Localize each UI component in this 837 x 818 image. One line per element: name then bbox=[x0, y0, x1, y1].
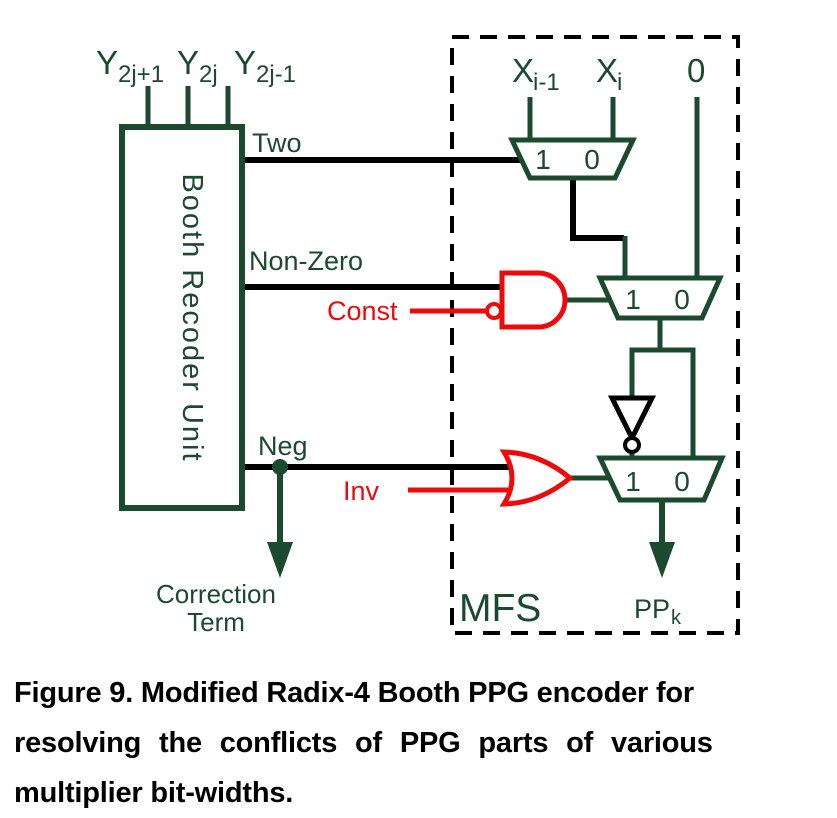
or-gate bbox=[499, 449, 574, 507]
y2j-label: Y bbox=[177, 44, 199, 81]
y2jm1-sub: 2j-1 bbox=[256, 61, 296, 88]
ppk-arrowhead bbox=[649, 542, 675, 578]
wire-split bbox=[629, 347, 696, 462]
mux2 bbox=[596, 275, 724, 321]
mux3-input1-label: 1 bbox=[625, 466, 641, 497]
mux1 bbox=[508, 137, 637, 181]
booth-recoder-box bbox=[119, 124, 245, 511]
correction-term-label-line1: Correction bbox=[156, 579, 276, 609]
inverter-bubble bbox=[623, 436, 641, 454]
y2j1-label: Y bbox=[96, 44, 118, 81]
two-label: Two bbox=[252, 128, 302, 158]
mfs-label: MFS bbox=[459, 587, 541, 630]
mux2-input1-label: 1 bbox=[625, 284, 641, 315]
zero-input-label: 0 bbox=[687, 52, 705, 89]
booth-recoder-label: Booth Recoder Unit bbox=[176, 173, 208, 462]
circuit-diagram: Booth Recoder Unit 1 0 1 0 1 0 Y 2j+1 Y … bbox=[96, 35, 740, 637]
correction-term-label-line2: Term bbox=[187, 607, 245, 637]
ppk-sub: k bbox=[671, 607, 682, 629]
correction-arrowhead bbox=[267, 542, 293, 578]
and-input-bubble bbox=[485, 302, 503, 320]
mux3 bbox=[596, 455, 726, 503]
xi-sub: i bbox=[617, 69, 622, 96]
inv-label: Inv bbox=[343, 476, 380, 506]
caption-line-3: multiplier bit-widths. bbox=[14, 777, 294, 809]
neg-junction-dot bbox=[272, 459, 288, 475]
mux2-input0-label: 0 bbox=[674, 284, 690, 315]
caption-line-2: resolving the conflicts of PPG parts of … bbox=[14, 727, 713, 759]
figure-caption: Figure 9. Modified Radix-4 Booth PPG enc… bbox=[14, 668, 824, 818]
y2jm1-label: Y bbox=[234, 44, 256, 81]
inverter-triangle bbox=[607, 395, 657, 444]
ppk-label: PP bbox=[634, 594, 670, 624]
xi-1-sub: i-1 bbox=[533, 69, 560, 96]
non-zero-label: Non-Zero bbox=[249, 246, 363, 276]
y2j-sub: 2j bbox=[199, 61, 218, 88]
mux3-input0-label: 0 bbox=[674, 466, 690, 497]
neg-label: Neg bbox=[258, 431, 308, 461]
mfs-dashed-box bbox=[450, 35, 740, 635]
wire-mux1-out bbox=[570, 178, 624, 241]
caption-line-1: Figure 9. Modified Radix-4 Booth PPG enc… bbox=[14, 677, 695, 709]
xi-1-label: X bbox=[512, 52, 534, 89]
const-label: Const bbox=[327, 296, 398, 326]
and-gate bbox=[499, 270, 568, 330]
mux1-input1-label: 1 bbox=[535, 144, 551, 175]
mux1-input0-label: 0 bbox=[584, 144, 600, 175]
y2j1-sub: 2j+1 bbox=[118, 61, 164, 88]
xi-label: X bbox=[596, 52, 618, 89]
